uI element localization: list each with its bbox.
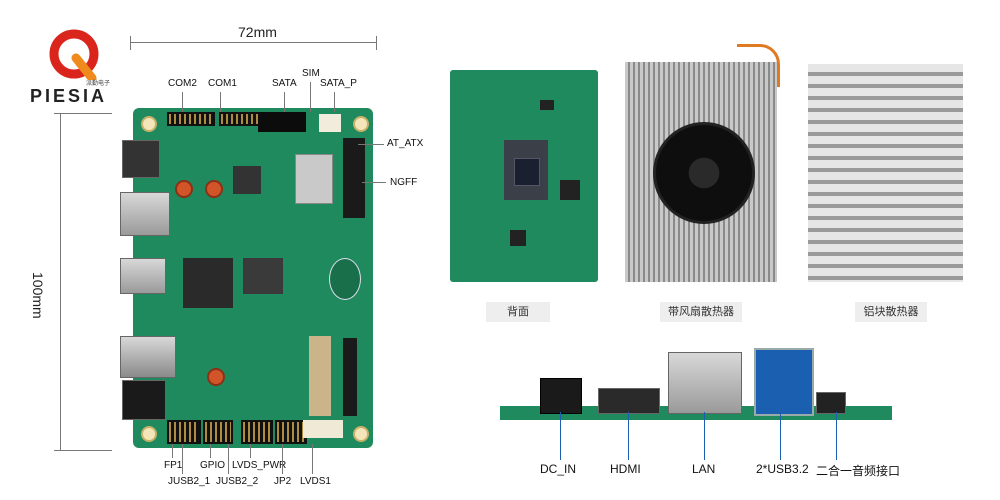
ic-chip xyxy=(510,230,526,246)
callout-dc-in xyxy=(560,412,561,460)
lvds-slot xyxy=(309,336,331,416)
label-usb: 2*USB3.2 xyxy=(756,462,809,476)
lan-port xyxy=(120,192,170,236)
callout-line xyxy=(182,444,183,474)
usb-port xyxy=(120,336,176,378)
callout-line xyxy=(310,82,311,112)
sim-slot xyxy=(295,154,333,204)
ic-chip xyxy=(243,258,283,294)
label-audio: 二合一音频接口 xyxy=(816,464,901,478)
callout-lan xyxy=(704,412,705,460)
callout-line xyxy=(250,444,251,458)
aluminum-heatsink xyxy=(808,64,963,282)
label-sim: SIM xyxy=(302,68,320,79)
label-jusb2-1: JUSB2_1 xyxy=(168,476,211,487)
callout-line xyxy=(312,444,313,474)
logo-mark-icon xyxy=(49,29,99,80)
label-at-atx: AT_ATX xyxy=(387,138,424,149)
label-gpio: GPIO xyxy=(200,460,226,471)
brand-name: PIESIA xyxy=(30,86,108,106)
mount-hole xyxy=(353,426,369,442)
audio-port-side xyxy=(816,392,846,414)
mount-hole xyxy=(141,116,157,132)
lan-port-side xyxy=(668,352,742,414)
label-lvds1: LVDS1 xyxy=(300,476,331,487)
label-lvds-pwr: LVDS_PWR xyxy=(232,460,287,471)
label-ngff: NGFF xyxy=(390,177,418,188)
callout-line xyxy=(210,444,211,458)
brand-sub: 派勤电子 xyxy=(86,80,111,87)
callout-line xyxy=(282,444,283,474)
usb-port-side xyxy=(754,348,814,416)
callout-line xyxy=(172,444,173,458)
ic-chip xyxy=(540,100,554,110)
callout-usb xyxy=(780,412,781,460)
fan-blades xyxy=(653,122,755,224)
capacitor xyxy=(205,180,223,198)
label-fp1: FP1 xyxy=(164,460,183,471)
fan-wire xyxy=(737,44,780,87)
jusb2-header xyxy=(241,420,273,444)
callout-line xyxy=(220,92,221,112)
sata-power-connector xyxy=(319,114,341,132)
hdmi-port-side xyxy=(598,388,660,414)
label-sata: SATA xyxy=(272,78,297,89)
label-hdmi: HDMI xyxy=(610,462,641,476)
width-tick-right xyxy=(376,36,377,50)
callout-line xyxy=(362,182,386,183)
dc-in-port xyxy=(540,378,582,414)
width-dimension-line xyxy=(130,42,377,43)
soc-die xyxy=(514,158,540,186)
callout-hdmi xyxy=(628,412,629,460)
width-label: 72mm xyxy=(238,24,277,40)
capacitor xyxy=(175,180,193,198)
callout-line xyxy=(284,92,285,112)
hdmi-port xyxy=(120,258,166,294)
com2-header xyxy=(167,112,215,126)
label-jp2: JP2 xyxy=(274,476,292,487)
label-sata-p: SATA_P xyxy=(320,78,357,89)
height-tick-bottom xyxy=(54,450,112,451)
ic-chip xyxy=(233,166,261,194)
fan-heatsink xyxy=(625,44,780,282)
capacitor xyxy=(207,368,225,386)
width-tick-left xyxy=(130,36,131,50)
main-board xyxy=(133,108,373,448)
callout-audio xyxy=(836,412,837,460)
mount-hole xyxy=(141,426,157,442)
ic-chip xyxy=(560,180,580,200)
back-board xyxy=(450,70,598,282)
brand-logo: 派勤电子 PIESIA xyxy=(30,28,118,108)
callout-line xyxy=(334,92,335,112)
fp1-header xyxy=(167,420,201,444)
dc-jack-port xyxy=(122,140,160,178)
callout-line xyxy=(358,144,384,145)
com1-header xyxy=(219,112,267,126)
lvds1-connector xyxy=(303,420,343,438)
ngff-slot xyxy=(343,138,365,218)
label-com1: COM1 xyxy=(208,78,237,89)
rohs-mark xyxy=(329,258,361,300)
gpio-header xyxy=(203,420,233,444)
lvds-pwr-header xyxy=(275,420,307,444)
mount-hole xyxy=(353,116,369,132)
callout-line xyxy=(182,92,183,112)
height-tick-top xyxy=(54,113,112,114)
label-jusb2-2: JUSB2_2 xyxy=(216,476,259,487)
sata-connector xyxy=(258,112,306,132)
caption-back: 背面 xyxy=(486,302,550,322)
lvds-connector xyxy=(343,338,357,416)
label-com2: COM2 xyxy=(168,78,197,89)
label-lan: LAN xyxy=(692,462,716,476)
caption-alu-heatsink: 铝块散热器 xyxy=(855,302,927,322)
height-label: 100mm xyxy=(30,272,46,319)
callout-line xyxy=(228,444,229,474)
label-dc-in: DC_IN xyxy=(540,462,577,476)
caption-fan-heatsink: 带风扇散热器 xyxy=(660,302,742,322)
height-dimension-line xyxy=(60,113,61,451)
cpu-chip xyxy=(183,258,233,308)
audio-port xyxy=(122,380,166,420)
